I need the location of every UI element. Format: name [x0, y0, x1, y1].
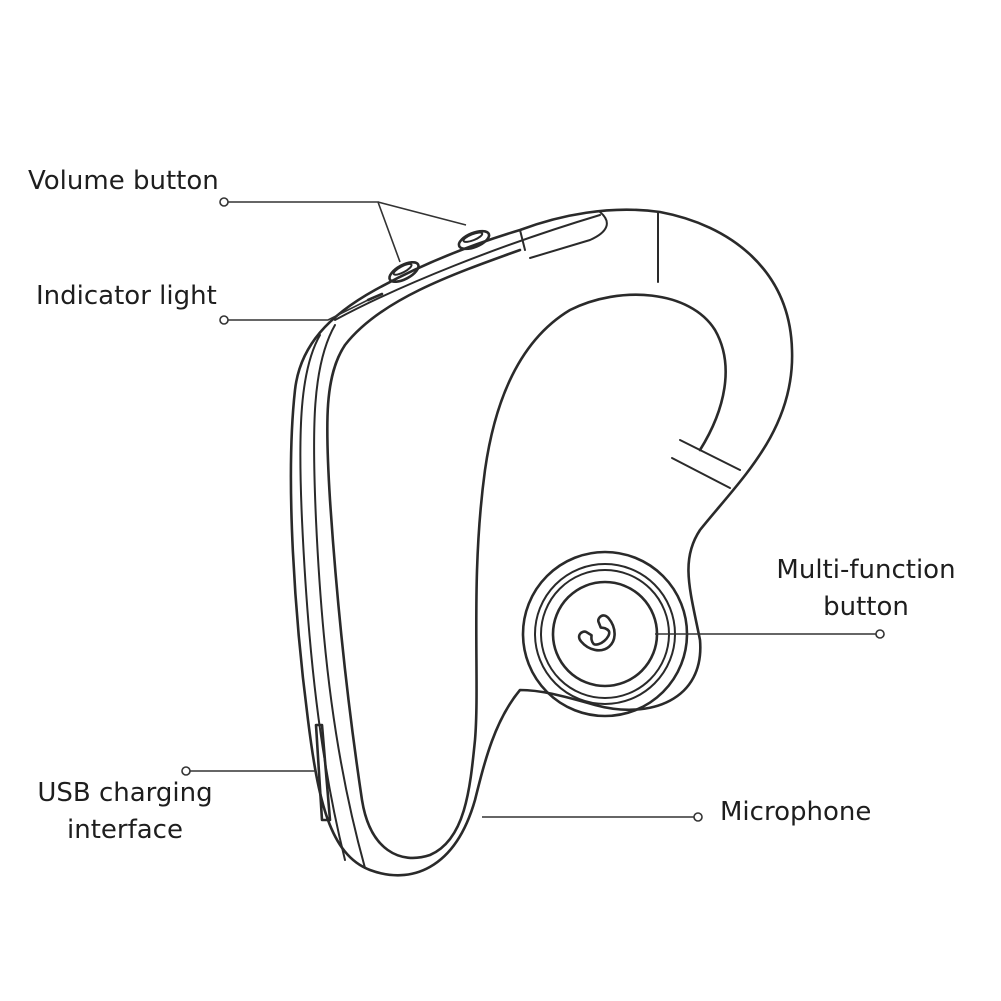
hook-seam-mid-a — [679, 439, 741, 471]
volume-buttons[interactable] — [387, 228, 492, 286]
headset-body — [289, 208, 794, 877]
leader-volume — [224, 201, 401, 263]
headset-top-rim — [334, 214, 601, 321]
label-multi-function-line1: Multi-function — [776, 555, 956, 585]
phone-handset-icon — [577, 614, 616, 652]
label-usb-line2: interface — [67, 815, 183, 845]
headset-top-rim-2 — [519, 211, 608, 259]
usb-port — [314, 723, 332, 822]
label-volume-button: Volume button — [28, 166, 219, 196]
label-indicator-light: Indicator light — [36, 281, 217, 311]
volume-button-up[interactable] — [457, 228, 492, 253]
label-multi-function-line2: button — [823, 592, 909, 622]
leader-usb-dot — [181, 766, 191, 776]
headset-inner-outline — [325, 248, 727, 860]
leader-microphone-dot — [693, 812, 703, 822]
headset-front-edge-inner — [313, 324, 366, 869]
label-multi-function-button: Multi-function button — [770, 552, 962, 626]
leader-volume-branch — [377, 201, 467, 226]
indicator-light — [366, 292, 384, 302]
leader-indicator — [224, 299, 369, 321]
leader-multi-function-dot — [875, 629, 885, 639]
headset-outer-outline — [289, 208, 794, 877]
label-usb-charging-interface: USB charging interface — [26, 775, 224, 849]
volume-button-down[interactable] — [387, 258, 422, 285]
label-usb-line1: USB charging — [37, 778, 213, 808]
leader-volume-dot — [219, 197, 229, 207]
leader-lines — [181, 197, 885, 822]
label-microphone: Microphone — [720, 797, 872, 827]
hook-seam-mid-b — [671, 457, 731, 489]
leader-indicator-dot — [219, 315, 229, 325]
